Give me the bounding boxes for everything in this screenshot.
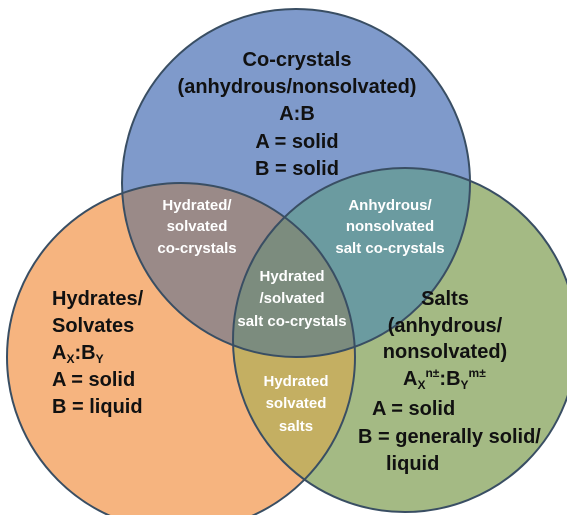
anhydrous-salt-cocrystals-line-3: salt co-crystals [335, 240, 444, 257]
salts-a-state: A = solid [372, 398, 455, 420]
anhydrous-salt-cocrystals-line-2: nonsolvated [346, 218, 434, 235]
hydrated-cocrystals-line-1: Hydrated/ [162, 197, 232, 214]
hydrates-b-state: B = liquid [52, 396, 143, 418]
hydrated-salts-line-3: salts [279, 418, 313, 435]
cocrystals-subtitle: (anhydrous/nonsolvated) [178, 76, 417, 98]
hydrates-title-1: Hydrates/ [52, 288, 144, 310]
cocrystals-b-state: B = solid [255, 158, 339, 180]
salts-formula: AXn±:BYm± [403, 366, 486, 392]
hydrates-formula: AX:BY [52, 342, 104, 366]
hydrates-title-2: Solvates [52, 315, 134, 337]
cocrystals-a-state: A = solid [255, 131, 338, 153]
salts-subtitle-2: nonsolvated) [383, 341, 507, 363]
anhydrous-salt-cocrystals-line-1: Anhydrous/ [348, 197, 432, 214]
salts-b-state-1: B = generally solid/ [358, 426, 541, 448]
hydrated-salts-line-1: Hydrated [263, 373, 328, 390]
hydrated-salt-cocrystals-line-3: salt co-crystals [237, 313, 346, 330]
hydrated-salt-cocrystals-line-2: /solvated [259, 290, 324, 307]
salts-b-state-2: liquid [386, 453, 439, 475]
label-salts: Salts (anhydrous/ nonsolvated) AXn±:BYm±… [358, 288, 541, 475]
label-hydrated-salt-cocrystals: Hydrated /solvated salt co-crystals [237, 268, 346, 330]
cocrystals-formula: A:B [279, 103, 315, 125]
overlap-all-region [233, 183, 355, 357]
salts-title: Salts [421, 288, 469, 310]
hydrated-cocrystals-line-2: solvated [167, 218, 228, 235]
label-cocrystals: Co-crystals (anhydrous/nonsolvated) A:B … [178, 49, 417, 180]
hydrates-a-state: A = solid [52, 369, 135, 391]
hydrated-salt-cocrystals-line-1: Hydrated [259, 268, 324, 285]
circle-outlines [6, 8, 567, 515]
label-anhydrous-salt-cocrystals: Anhydrous/ nonsolvated salt co-crystals [335, 197, 444, 257]
label-hydrated-salts: Hydrated solvated salts [263, 373, 328, 435]
hydrated-cocrystals-line-3: co-crystals [157, 240, 236, 257]
label-hydrated-cocrystals: Hydrated/ solvated co-crystals [157, 197, 236, 257]
salts-subtitle-1: (anhydrous/ [388, 315, 503, 337]
cocrystals-title: Co-crystals [243, 49, 352, 71]
label-hydrates: Hydrates/ Solvates AX:BY A = solid B = l… [52, 288, 144, 418]
hydrated-salts-line-2: solvated [266, 395, 327, 412]
